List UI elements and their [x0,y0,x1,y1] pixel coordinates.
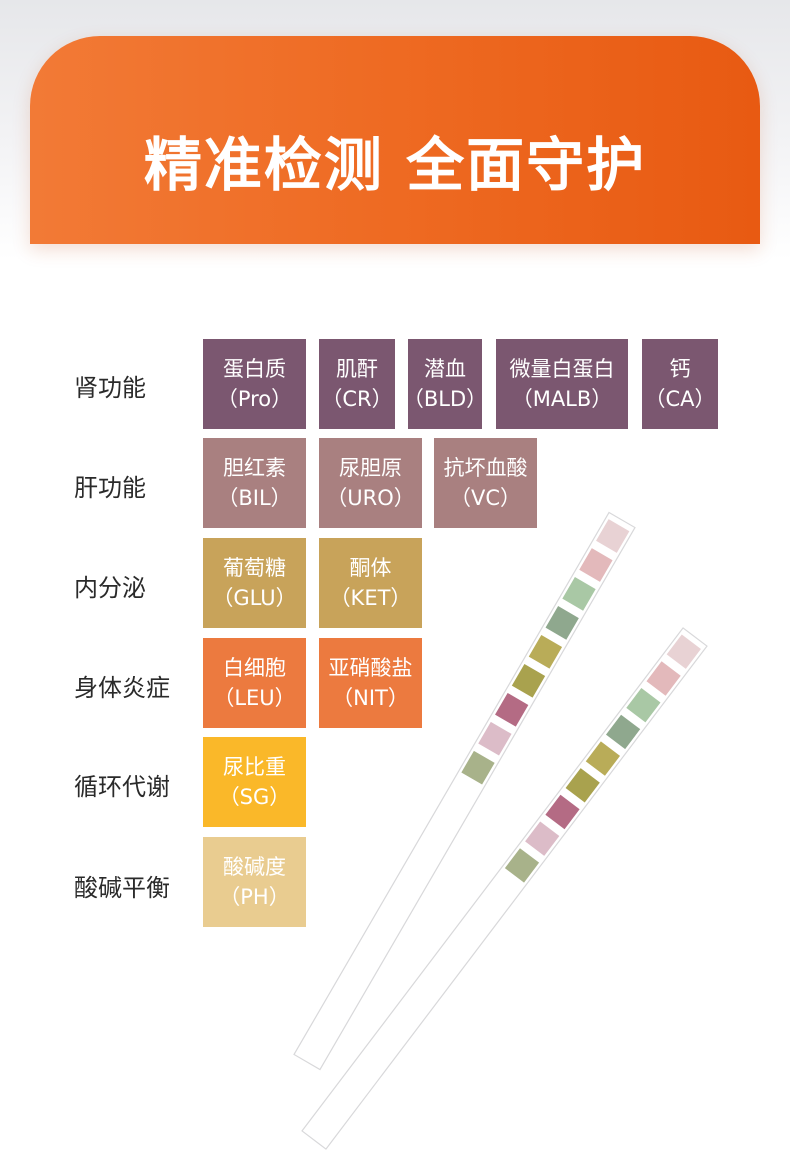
tile-ascorbic-acid: 抗坏血酸 （VC） [434,438,537,528]
tile-code: （SG） [218,785,291,809]
strip-reagent-pad [585,741,621,776]
tile-calcium: 钙 （CA） [642,339,718,429]
tile-leukocyte: 白细胞 （LEU） [203,638,306,728]
strip-reagent-pad [579,548,613,582]
tile-name: 葡萄糖 [223,556,286,580]
tile-glucose: 葡萄糖 （GLU） [203,538,306,628]
test-strip [293,511,636,1071]
tile-code: （LEU） [213,686,296,710]
tile-name: 尿比重 [223,755,286,779]
tile-name: 亚硝酸盐 [328,656,413,680]
strip-reagent-pad [461,750,495,785]
tile-code: （KET） [329,586,412,610]
tile-nitrite: 亚硝酸盐 （NIT） [319,638,422,728]
strip-reagent-pad [525,821,560,856]
strip-reagent-pad [605,714,641,750]
tile-name: 酸碱度 [223,855,286,879]
tile-protein: 蛋白质 （Pro） [203,339,306,429]
banner-title: 精准检测 全面守护 [143,131,647,199]
strip-reagent-pad [596,519,630,553]
row-label-kidney: 肾功能 [74,374,146,402]
tile-code: （PH） [219,885,290,909]
tile-ph: 酸碱度 （PH） [203,837,306,927]
tile-code: （BIL） [217,486,292,510]
row-label-endocrine: 内分泌 [74,574,146,602]
tile-name: 抗坏血酸 [443,456,528,480]
tile-name: 钙 [669,357,691,381]
tile-code: （URO） [326,486,415,510]
tile-code: （BLD） [402,387,488,411]
strip-reagent-pad [565,768,600,803]
tile-code: （CA） [644,387,716,411]
tile-name: 潜血 [424,357,466,381]
tile-name: 微量白蛋白 [509,357,615,381]
row-label-liver: 肝功能 [74,474,146,502]
tile-name: 肌酐 [336,357,378,381]
strip-reagent-pad [478,721,512,756]
strip-reagent-pad [666,634,701,669]
tile-ketone: 酮体 （KET） [319,538,422,628]
strip-reagent-pad [511,663,546,698]
tile-name: 胆红素 [223,456,286,480]
strip-reagent-pad [504,848,540,883]
strip-reagent-pad [528,634,563,669]
row-label-metabolism: 循环代谢 [74,773,170,801]
tile-name: 蛋白质 [223,357,286,381]
tile-bilirubin: 胆红素 （BIL） [203,438,306,528]
tile-name: 白细胞 [223,656,286,680]
tile-microalbumin: 微量白蛋白 （MALB） [496,339,628,429]
tile-creatinine: 肌酐 （CR） [319,339,395,429]
tile-code: （VC） [449,486,522,510]
tile-name: 酮体 [349,556,392,580]
tile-code: （Pro） [216,387,293,411]
tile-code: （MALB） [511,387,613,411]
tile-occult-blood: 潜血 （BLD） [403,339,487,429]
strip-reagent-pad [545,794,580,830]
tile-code: （NIT） [332,686,409,710]
tile-code: （GLU） [212,586,297,610]
strip-reagent-pad [495,692,529,727]
row-label-acid-base: 酸碱平衡 [74,874,170,902]
tile-urobilinogen: 尿胆原 （URO） [319,438,422,528]
tile-specific-gravity: 尿比重 （SG） [203,737,306,827]
row-label-inflammation: 身体炎症 [74,674,170,702]
title-banner: 精准检测 全面守护 [30,36,760,244]
tile-name: 尿胆原 [339,456,402,480]
strip-reagent-pad [646,661,681,696]
strip-reagent-pad [562,577,596,611]
test-strip [301,627,708,1150]
strip-reagent-pad [545,606,579,640]
strip-reagent-pad [626,687,661,723]
tile-code: （CR） [321,387,393,411]
